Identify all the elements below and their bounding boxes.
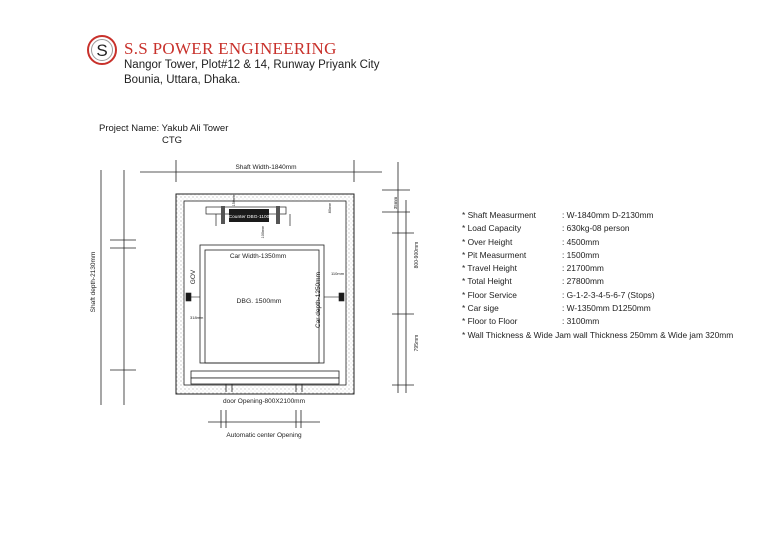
spec-value: : 4500mm: [562, 236, 600, 247]
spec-row: * Travel Height : 21700mm: [462, 262, 733, 275]
shaft-width-label: Shaft Width-1840mm: [235, 164, 296, 171]
spec-row: * Pit Measurment : 1500mm: [462, 249, 733, 262]
spec-row: * Over Height : 4500mm: [462, 236, 733, 249]
company-name: S.S POWER ENGINEERING: [124, 39, 337, 58]
spec-value: : 21700mm: [562, 263, 604, 274]
automatic-opening-label: Automatic center Opening: [226, 432, 302, 439]
counterweight: [205, 206, 291, 226]
shaft-depth-dimension: [100, 170, 136, 405]
spec-value: : 1500mm: [562, 249, 600, 260]
dim-top-car-label: 100mm: [261, 226, 265, 239]
company-address-line1: Nangor Tower, Plot#12 & 14, Runway Priya…: [124, 59, 380, 71]
car-width-label: Car Width-1350mm: [230, 253, 286, 260]
company-address-line2: Bounia, Uttara, Dhaka.: [124, 74, 241, 86]
spec-value: : 3100mm: [562, 316, 600, 327]
spec-row: * Shaft Measurment : W-1840mm D-2130mm: [462, 209, 733, 222]
spec-value: : 27800mm: [562, 276, 604, 287]
spec-key: * Shaft Measurment: [462, 210, 537, 220]
spec-row: * Floor Service : G-1-2-3-4-5-6-7 (Stops): [462, 289, 733, 302]
spec-key: * Travel Height: [462, 263, 517, 274]
dim-right-bottom-label: 795mm: [414, 335, 420, 352]
spec-key: * Floor Service: [462, 289, 517, 300]
spec-value: : W-1840mm D-2130mm: [562, 210, 654, 220]
dim-right-inner-label: 110mm: [331, 271, 345, 276]
logo-letter: S: [96, 41, 107, 60]
counter-dbg-label: Counter DBG-1100: [229, 214, 270, 220]
spec-row: * Total Height : 27800mm: [462, 275, 733, 288]
project-name: Project Name: Yakub Ali Tower: [99, 123, 229, 134]
spec-row: * Floor to Floor : 3100mm: [462, 315, 733, 328]
dim-right-top-label: 800-900mm: [414, 242, 420, 269]
car-depth-label: Car depth-1250mm: [315, 272, 322, 328]
automatic-opening-dimension: [208, 410, 320, 428]
door-opening-label: door Opening-800X2100mm: [223, 398, 305, 405]
spec-key: * Pit Measurment: [462, 249, 527, 260]
spec-row: * Car sige : W-1350mm D1250mm: [462, 302, 733, 315]
dim-far-right-label: 35mm: [393, 197, 398, 210]
shaft-depth-label: Shaft depth-2130mm: [90, 252, 97, 313]
dim-top-small-label: 150mm: [232, 194, 236, 207]
spec-value: : G-1-2-3-4-5-6-7 (Stops): [562, 289, 655, 300]
shaft-width-dimension: [140, 160, 382, 182]
spec-key: * Car sige: [462, 303, 499, 314]
spec-value: : W-1350mm D1250mm: [562, 303, 651, 314]
spec-value: : 630kg-08 person: [562, 223, 630, 234]
lift-car: [199, 244, 325, 364]
spec-key: * Floor to Floor: [462, 316, 518, 327]
guide-rails: [185, 292, 345, 302]
spec-list: * Shaft Measurment : W-1840mm D-2130mm * L…: [462, 209, 733, 342]
spec-key: * Over Height: [462, 236, 513, 247]
spec-row: * Load Capacity : 630kg-08 person: [462, 222, 733, 235]
company-logo: S: [87, 35, 117, 65]
dim-counter-side-label: 80mm: [328, 203, 332, 214]
dim-left-small-label: 318mm: [190, 315, 204, 320]
spec-key: * Load Capacity: [462, 223, 522, 234]
gov-label: GOV: [190, 269, 197, 284]
spec-note: * Wall Thickness & Wide Jam wall Thickne…: [462, 329, 734, 340]
right-dimensions: [382, 162, 414, 393]
door-sill: [190, 370, 340, 392]
spec-key: * Total Height: [462, 276, 512, 287]
project-city: CTG: [162, 135, 183, 146]
dbg-label: DBG. 1500mm: [237, 298, 282, 305]
